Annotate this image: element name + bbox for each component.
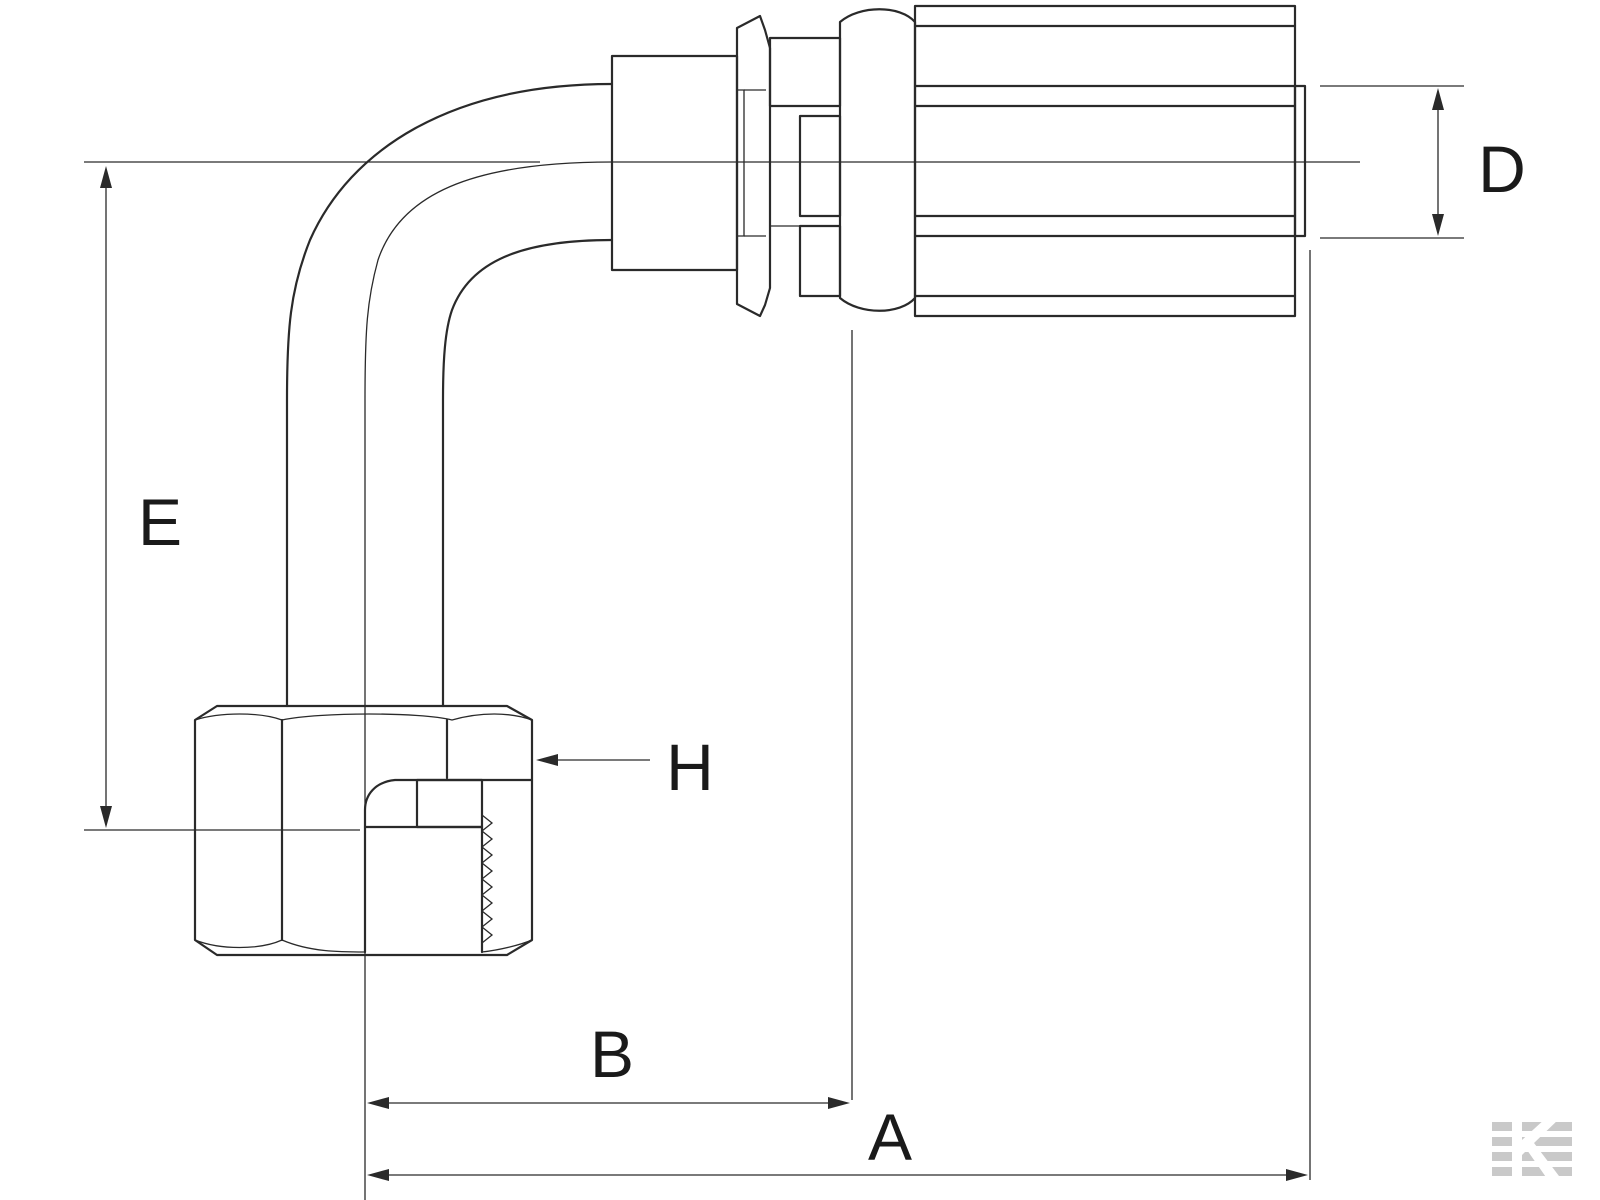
dim-e-arrow-top <box>100 166 112 188</box>
socket-collar <box>610 54 739 272</box>
hose-connection <box>610 4 1307 318</box>
logo-bar <box>1492 1167 1572 1176</box>
logo-k-cutout <box>1512 1118 1562 1180</box>
crimp-segment <box>798 224 842 298</box>
nut-seat <box>415 778 484 829</box>
crimp-segment <box>768 36 842 108</box>
dim-b-arrow-left <box>367 1097 389 1109</box>
ferrule-body <box>913 4 1297 318</box>
elbow-centerline <box>364 161 613 830</box>
nut-cutaway <box>363 778 534 954</box>
nut-inner-curve <box>481 939 533 953</box>
brand-k-logo-icon <box>1492 1118 1572 1180</box>
dim-b-arrow-right <box>828 1097 850 1109</box>
dim-label-h: H <box>666 730 714 804</box>
dim-h-arrow <box>536 754 558 766</box>
crimp-segment <box>798 114 842 218</box>
dimension-a: A <box>367 1100 1308 1181</box>
dimension-d: D <box>1432 88 1526 236</box>
elbow-tube <box>285 82 614 830</box>
dim-label-b: B <box>590 1017 634 1091</box>
dimension-b: B <box>367 1017 850 1109</box>
crimp-segments <box>768 36 842 298</box>
nut-bottom-chamfer <box>194 939 366 953</box>
dimension-h: H <box>536 730 714 804</box>
hex-flange <box>735 14 772 318</box>
dim-label-d: D <box>1478 132 1526 206</box>
nut-thread <box>480 814 494 944</box>
nut-outline <box>193 704 534 957</box>
dim-label-e: E <box>138 485 182 559</box>
hex-flange-facet <box>737 89 745 237</box>
dim-d-arrow-bottom <box>1432 214 1444 236</box>
elbow-outer-wall <box>285 82 614 708</box>
dim-e-arrow-bottom <box>100 806 112 828</box>
extension-lines <box>84 85 1464 1200</box>
logo-bar <box>1492 1122 1572 1131</box>
nut-top-chamfer <box>194 713 533 721</box>
dim-a-arrow-left <box>367 1169 389 1181</box>
dim-a-arrow-right <box>1286 1169 1308 1181</box>
dim-label-a: A <box>868 1100 912 1174</box>
dim-d-arrow-top <box>1432 88 1444 110</box>
elbow-inner-wall <box>441 238 614 708</box>
hose-nipple <box>1293 84 1307 238</box>
ferrule-collar <box>838 8 917 312</box>
dimension-e: E <box>100 166 182 828</box>
